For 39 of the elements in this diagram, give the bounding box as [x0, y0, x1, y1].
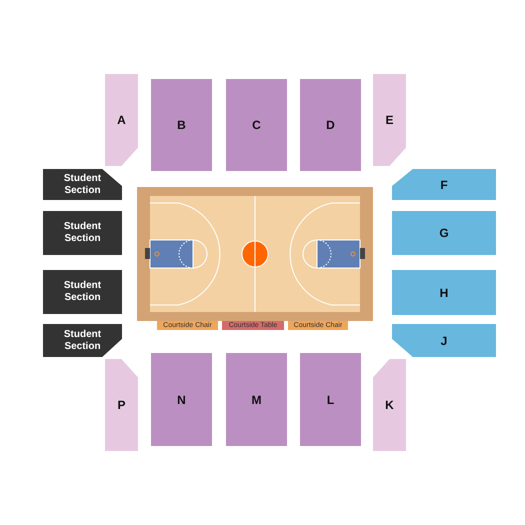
seating-section	[105, 359, 138, 451]
student-section	[43, 169, 122, 200]
section-label: L	[326, 392, 334, 406]
seating-section	[392, 211, 496, 255]
section-label: D	[326, 118, 335, 132]
section-label: P	[117, 398, 126, 412]
student-section	[43, 211, 122, 255]
seating-section	[300, 79, 361, 171]
section-label: H	[440, 286, 448, 300]
seating-section	[373, 74, 406, 166]
student-section	[43, 324, 122, 357]
section-label: Student Section	[62, 280, 102, 304]
seating-section	[151, 79, 212, 171]
student-section	[43, 270, 122, 314]
section-label: E	[385, 113, 394, 127]
courtside-seating-area	[222, 321, 284, 330]
section-label: Student Section	[62, 221, 102, 245]
seating-section	[105, 74, 138, 166]
seating-section	[226, 79, 287, 171]
section-label: B	[177, 118, 186, 132]
seating-section	[392, 169, 496, 200]
section-label: K	[385, 398, 394, 412]
section-label: N	[177, 392, 186, 406]
section-label: Student Section	[62, 172, 102, 196]
section-label: Student Section	[62, 328, 102, 352]
courtside-seating-area	[288, 321, 348, 330]
courtside-seating-area	[157, 321, 218, 330]
section-label: J	[440, 334, 448, 348]
seating-section	[300, 353, 361, 446]
seating-section	[392, 324, 496, 357]
seating-section	[226, 353, 287, 446]
seating-section	[392, 270, 496, 315]
seating-section	[151, 353, 212, 446]
section-label: G	[439, 226, 449, 240]
section-label: M	[252, 392, 262, 406]
section-label: A	[117, 113, 126, 127]
section-label: C	[252, 118, 261, 132]
section-label: F	[440, 178, 448, 192]
seating-section	[373, 359, 406, 451]
